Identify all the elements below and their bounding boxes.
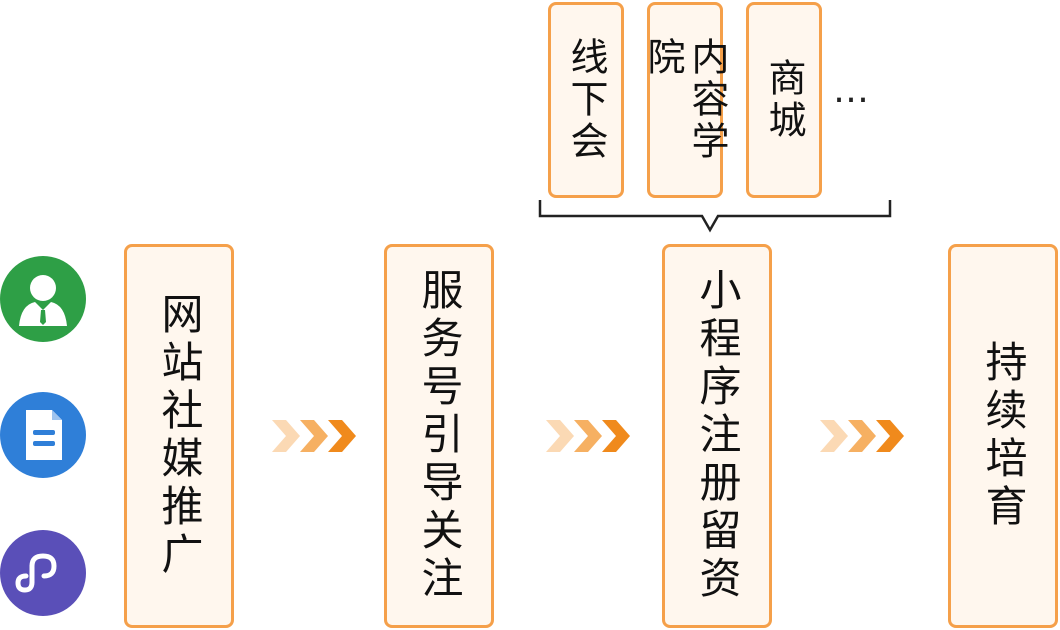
- channel-box-mall: 商城: [746, 2, 822, 198]
- flow-arrow-1: [272, 420, 356, 452]
- user-icon: [0, 256, 86, 342]
- step-box-follow: 服务号引导关注: [384, 244, 494, 628]
- step-label-follow: 服务号引导关注: [415, 268, 464, 604]
- step-box-promotion: 网站社媒推广: [124, 244, 234, 628]
- channel-label-mall: 商城: [762, 58, 806, 142]
- flow-arrow-3: [820, 420, 904, 452]
- step-label-nurture: 持续培育: [979, 340, 1028, 532]
- channel-label-academy: 内容学院: [641, 37, 729, 163]
- channel-label-column: 院: [641, 37, 685, 79]
- more-channels-ellipsis: …: [833, 70, 875, 111]
- mini-program-icon: [0, 530, 86, 616]
- step-box-register: 小程序注册留资: [662, 244, 772, 628]
- channel-label-column: 内容学: [685, 37, 729, 163]
- flow-arrow-2: [546, 420, 630, 452]
- channel-label-offline: 线下会: [564, 37, 608, 163]
- step-box-nurture: 持续培育: [948, 244, 1058, 628]
- document-icon: [0, 392, 86, 478]
- step-label-promotion: 网站社媒推广: [155, 292, 204, 580]
- channel-label-column: 线下会: [564, 37, 608, 163]
- channels-bracket: [538, 200, 892, 233]
- channel-box-academy: 内容学院: [641, 2, 729, 198]
- channel-box-offline: 线下会: [548, 2, 624, 198]
- step-label-register: 小程序注册留资: [693, 268, 742, 604]
- channel-label-column: 商城: [762, 58, 806, 142]
